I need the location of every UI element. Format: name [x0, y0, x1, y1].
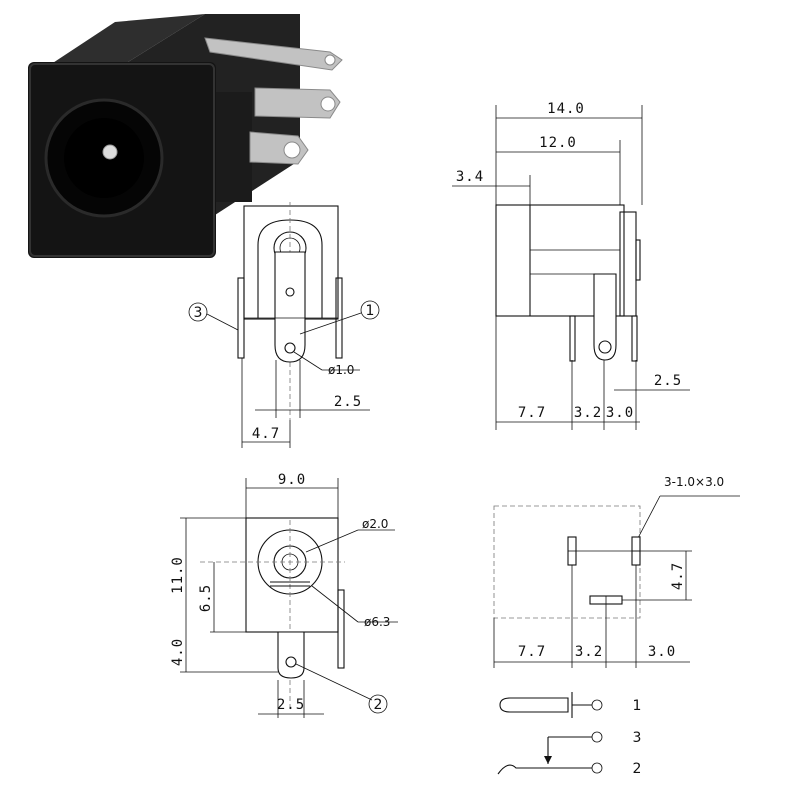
bottom-dim-9: 9.0: [278, 472, 306, 488]
side-dim-12: 12.0: [539, 135, 577, 151]
callout-pin-3: [188, 302, 208, 322]
schematic-pin-1: 1: [633, 698, 642, 714]
bottom-dia-2: ø2.0: [362, 517, 388, 531]
side-dim-3-4: 3.4: [456, 169, 484, 185]
side-view: 14.0 12.0 3.4 2.5 7.7 3.2 3.0: [452, 101, 690, 430]
jack-terminals: [204, 37, 343, 165]
schematic-symbol: 1 3 2: [497, 692, 642, 777]
front-view: 3 1 ø1.0 2.5 4.7: [188, 202, 380, 448]
bottom-dim-4: 4.0: [170, 638, 186, 666]
front-hole-dia: ø1.0: [328, 363, 354, 377]
pcb-dim-3-2: 3.2: [575, 644, 603, 660]
schematic-pin-2: 2: [633, 761, 642, 777]
bottom-dia-6-3: ø6.3: [364, 615, 390, 629]
bottom-dim-2-5: 2.5: [277, 697, 305, 713]
callout-pin-3-label: 3: [194, 305, 203, 321]
bottom-dim-11: 11.0: [170, 556, 186, 594]
front-dim-4-7: 4.7: [252, 426, 280, 442]
front-dim-2-5: 2.5: [334, 394, 362, 410]
bottom-dim-6-5: 6.5: [198, 584, 214, 612]
callout-pin-1: [360, 300, 380, 320]
product-photo: [28, 14, 343, 258]
side-dim-3-2: 3.2: [574, 405, 602, 421]
pcb-dim-7-7: 7.7: [518, 644, 546, 660]
side-dim-7-7: 7.7: [518, 405, 546, 421]
pcb-layout: 3-1.0×3.0 4.7 7.7 3.2 3.0: [493, 475, 740, 668]
pcb-dim-3-0: 3.0: [648, 644, 676, 660]
side-view-body: [495, 204, 625, 317]
side-dim-3-0: 3.0: [606, 405, 634, 421]
callout-pin-1-label: 1: [366, 303, 375, 319]
side-dim-2-5: 2.5: [654, 373, 682, 389]
schematic-pin-3: 3: [633, 730, 642, 746]
bottom-view-body: [245, 517, 339, 633]
bottom-view: 9.0 11.0 6.5 4.0 ø2.0 ø6.3 2.5: [170, 472, 398, 718]
callout-pin-2-label: 2: [374, 697, 383, 713]
pcb-slot-note: 3-1.0×3.0: [664, 475, 724, 489]
pcb-dim-4-7: 4.7: [670, 562, 686, 590]
jack-center-pin: [102, 144, 118, 160]
side-dim-14: 14.0: [547, 101, 585, 117]
callout-pin-2: [368, 694, 388, 714]
